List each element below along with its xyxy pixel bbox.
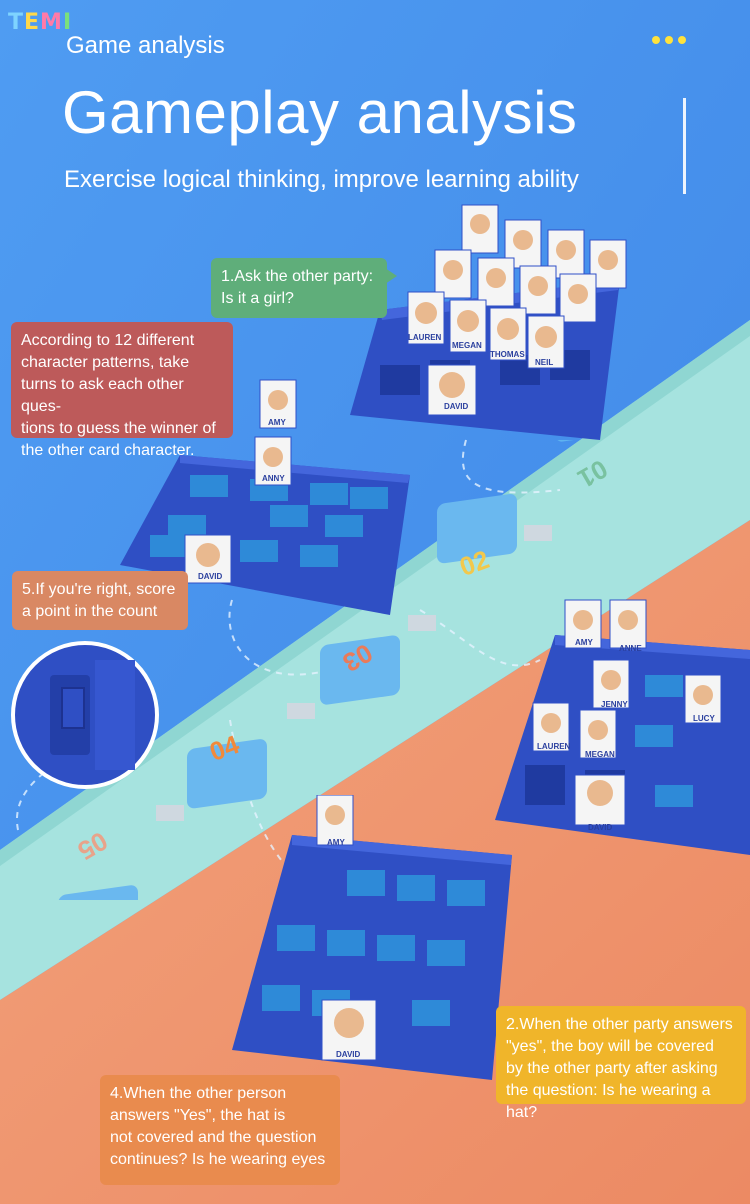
name-label: DAVID: [588, 823, 613, 832]
name-label: THOMAS: [490, 350, 525, 359]
name-label: AMY: [575, 638, 593, 647]
game-board-right: [495, 599, 750, 855]
game-board-top: [350, 204, 627, 440]
name-label: AMY: [327, 838, 345, 847]
score-tiles: [58, 440, 635, 900]
name-label: DAVID: [198, 572, 223, 581]
section-tag: Game analysis: [66, 32, 225, 59]
callout-step-2: 2.When the other party answers "yes", th…: [496, 1006, 746, 1121]
name-label: ANNY: [262, 474, 285, 483]
name-label: AMY: [268, 418, 286, 427]
name-label: ANNE: [619, 644, 642, 653]
page-title: Gameplay analysis: [62, 79, 578, 146]
callout-intro: According to 12 different character patt…: [11, 322, 233, 459]
game-board-left: [120, 379, 410, 615]
name-label: DAVID: [336, 1050, 361, 1059]
name-label: DAVID: [444, 402, 469, 411]
callout-step-5: 5.If you're right, score a point in the …: [12, 571, 188, 630]
page-subtitle: Exercise logical thinking, improve learn…: [64, 166, 579, 193]
counter-zoom-detail: [11, 641, 159, 789]
name-label: LAUREN: [537, 742, 571, 751]
name-label: LUCY: [693, 714, 715, 723]
callout-step-1: 1.Ask the other party: Is it a girl?: [211, 258, 397, 318]
name-label: JENNY: [601, 700, 628, 709]
name-label: MEGAN: [452, 341, 482, 350]
name-label: NEIL: [535, 358, 554, 367]
more-dots-icon: [652, 36, 686, 44]
divider: [683, 98, 686, 194]
brand-logo: TEMI: [8, 10, 73, 35]
name-label: MEGAN: [585, 750, 615, 759]
game-board-bottom: [232, 795, 512, 1080]
name-label: LAUREN: [408, 333, 442, 342]
callout-step-4: 4.When the other person answers "Yes", t…: [100, 1075, 340, 1185]
